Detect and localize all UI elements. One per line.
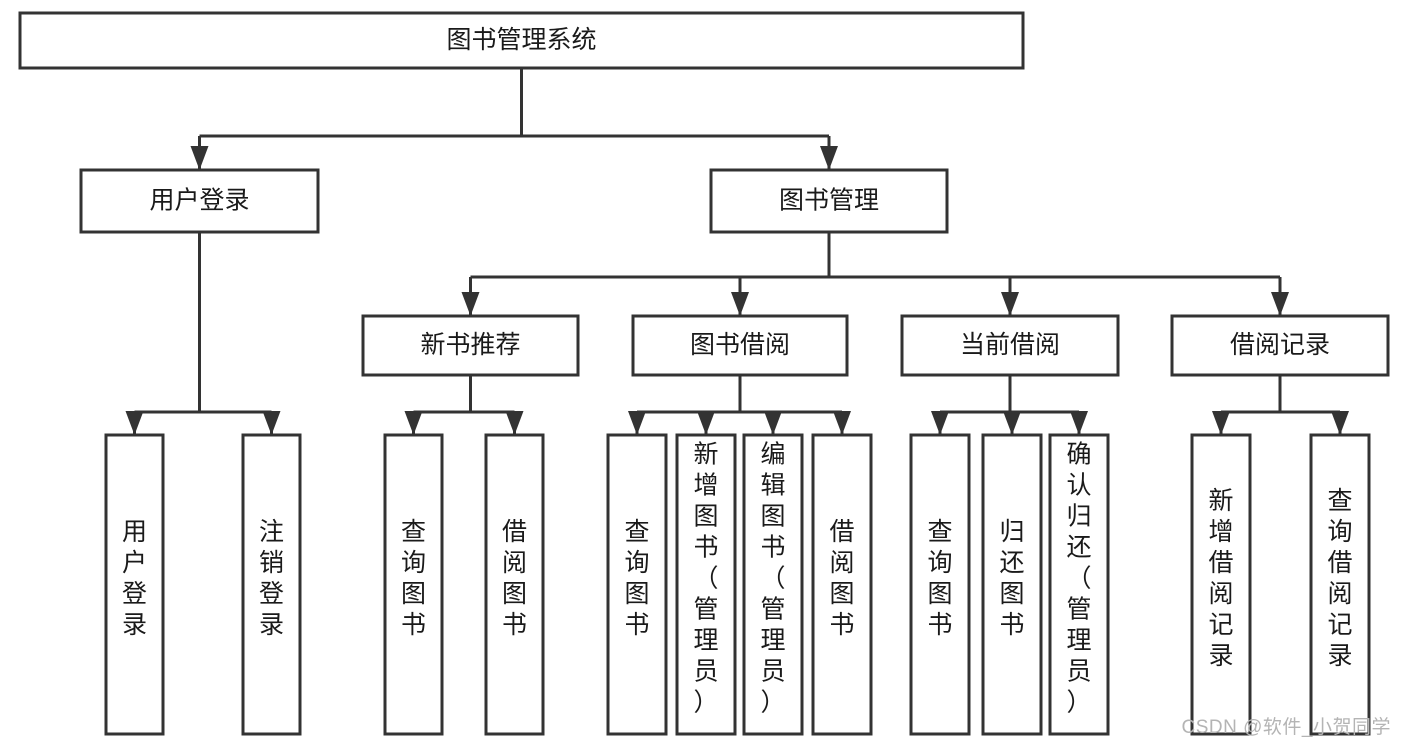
arrow-head-icon xyxy=(697,411,715,435)
arrow-head-icon xyxy=(1331,411,1349,435)
node-box xyxy=(631,314,849,377)
node-label: 当前借阅 xyxy=(960,331,1060,359)
node-l3-当前借阅[interactable]: 当前借阅 xyxy=(900,314,1120,377)
node-box xyxy=(900,314,1120,377)
node-box xyxy=(104,433,165,736)
node-box xyxy=(241,433,302,736)
arrow-head-icon xyxy=(125,411,144,435)
node-leaf-借阅图书[interactable]: 借阅图书 xyxy=(811,433,873,736)
node-label: 借阅图书 xyxy=(502,518,527,639)
node-box xyxy=(909,433,971,736)
node-label: 查询图书 xyxy=(401,518,426,639)
arrow-head-icon xyxy=(731,292,749,316)
node-l2-图书管理[interactable]: 图书管理 xyxy=(709,168,949,234)
node-label: 归还图书 xyxy=(999,518,1024,639)
node-l3-借阅记录[interactable]: 借阅记录 xyxy=(1170,314,1390,377)
connector-layer xyxy=(125,68,1349,435)
node-box xyxy=(1170,314,1390,377)
arrow-head-icon xyxy=(764,411,782,435)
node-label: 图书借阅 xyxy=(690,331,790,359)
node-leaf-编辑图书管理员[interactable]: 编辑图书（管理员） xyxy=(742,433,804,736)
node-box xyxy=(1190,433,1252,736)
node-leaf-用户登录[interactable]: 用户登录 xyxy=(104,433,165,736)
node-box xyxy=(1309,433,1371,736)
node-box xyxy=(383,433,444,736)
node-box xyxy=(709,168,949,234)
arrow-head-icon xyxy=(190,146,209,170)
node-leaf-确认归还管理员[interactable]: 确认归还（管理员） xyxy=(1048,433,1110,736)
node-label: 注销登录 xyxy=(259,518,284,639)
arrow-head-icon xyxy=(1271,292,1289,316)
node-box xyxy=(361,314,580,377)
node-label: 查询图书 xyxy=(927,518,952,639)
node-leaf-查询图书[interactable]: 查询图书 xyxy=(909,433,971,736)
node-l2-用户登录[interactable]: 用户登录 xyxy=(79,168,320,234)
node-l3-新书推荐[interactable]: 新书推荐 xyxy=(361,314,580,377)
node-leaf-查询图书[interactable]: 查询图书 xyxy=(383,433,444,736)
node-leaf-借阅图书[interactable]: 借阅图书 xyxy=(484,433,545,736)
arrow-head-icon xyxy=(820,146,838,170)
node-leaf-注销登录[interactable]: 注销登录 xyxy=(241,433,302,736)
arrow-head-icon xyxy=(1070,411,1088,435)
arrow-head-icon xyxy=(1212,411,1230,435)
node-leaf-新增借阅记录[interactable]: 新增借阅记录 xyxy=(1190,433,1252,736)
node-box xyxy=(675,433,737,736)
node-box xyxy=(742,433,804,736)
node-label: 查询图书 xyxy=(624,518,649,639)
node-label: 用户登录 xyxy=(122,518,147,639)
node-label: 用户登录 xyxy=(149,187,249,215)
node-leaf-新增图书管理员[interactable]: 新增图书（管理员） xyxy=(675,433,737,736)
node-label: 图书管理系统 xyxy=(446,26,596,54)
node-box xyxy=(811,433,873,736)
node-box xyxy=(1048,433,1110,736)
arrow-head-icon xyxy=(505,411,524,435)
node-label: 确认归还（管理员） xyxy=(1066,441,1091,717)
node-label: 借阅记录 xyxy=(1230,331,1330,359)
node-label: 编辑图书（管理员） xyxy=(760,441,785,717)
node-box xyxy=(79,168,320,234)
node-layer: 图书管理系统用户登录图书管理新书推荐图书借阅当前借阅借阅记录用户登录注销登录查询… xyxy=(18,11,1390,736)
arrow-head-icon xyxy=(1003,411,1021,435)
node-label: 查询借阅记录 xyxy=(1327,487,1352,670)
node-box xyxy=(981,433,1043,736)
node-box xyxy=(606,433,668,736)
node-label: 借阅图书 xyxy=(829,518,854,639)
arrow-head-icon xyxy=(262,411,281,435)
node-label: 新书推荐 xyxy=(420,331,520,359)
arrow-head-icon xyxy=(628,411,646,435)
node-label: 新增借阅记录 xyxy=(1208,487,1233,670)
node-leaf-查询图书[interactable]: 查询图书 xyxy=(606,433,668,736)
node-label: 图书管理 xyxy=(779,187,879,215)
arrow-head-icon xyxy=(1001,292,1019,316)
arrow-head-icon xyxy=(931,411,949,435)
node-leaf-查询借阅记录[interactable]: 查询借阅记录 xyxy=(1309,433,1371,736)
arrow-head-icon xyxy=(404,411,423,435)
node-root-图书管理系统[interactable]: 图书管理系统 xyxy=(18,11,1025,70)
node-box xyxy=(484,433,545,736)
node-l3-图书借阅[interactable]: 图书借阅 xyxy=(631,314,849,377)
csdn-watermark: CSDN @软件_小贺同学 xyxy=(1181,717,1391,738)
node-leaf-归还图书[interactable]: 归还图书 xyxy=(981,433,1043,736)
arrow-head-icon xyxy=(833,411,851,435)
arrow-head-icon xyxy=(461,292,480,316)
node-label: 新增图书（管理员） xyxy=(693,441,718,717)
node-box xyxy=(18,11,1025,70)
